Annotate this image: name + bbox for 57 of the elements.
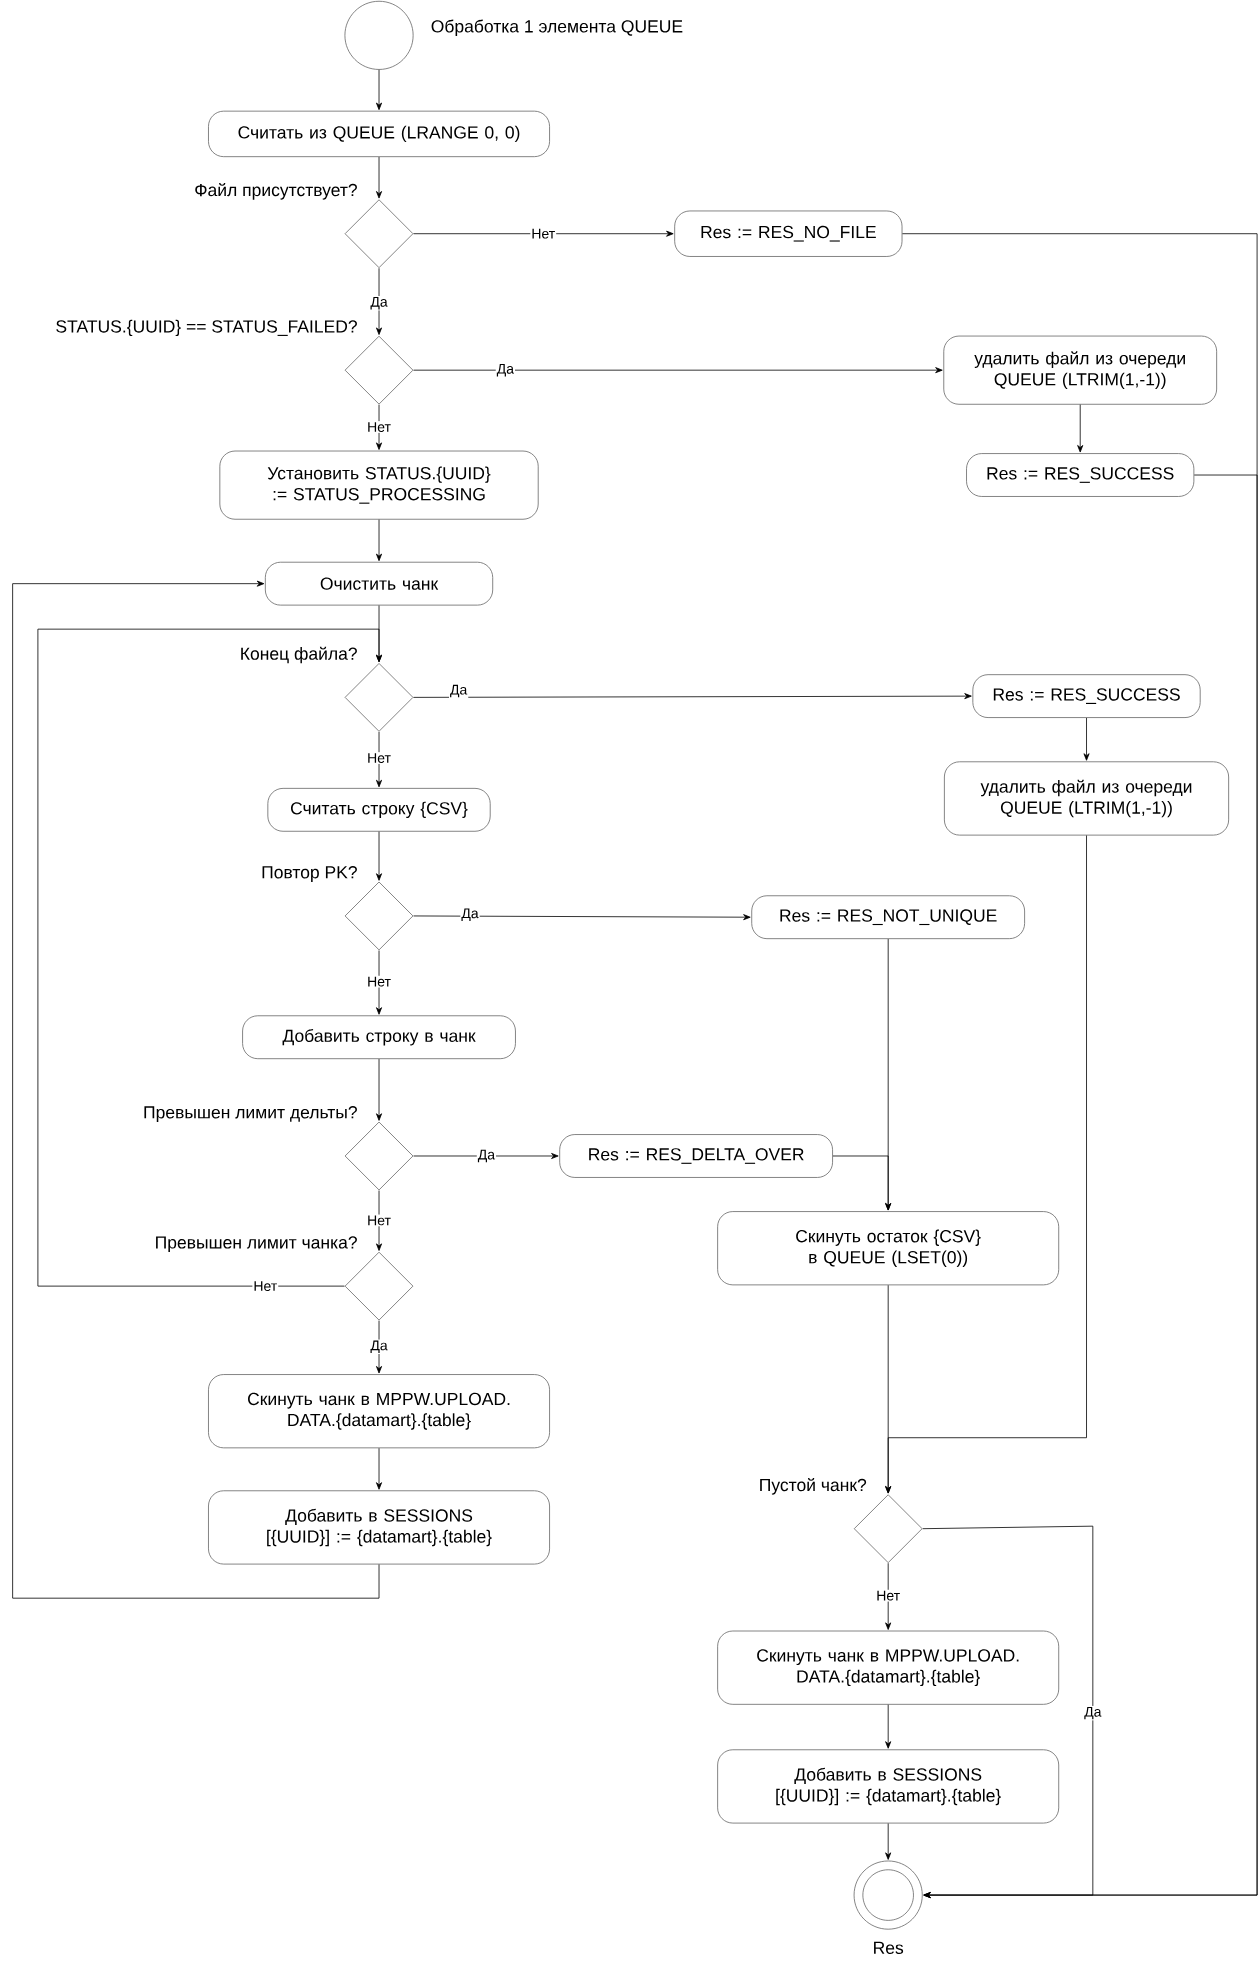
arrow bbox=[413, 230, 674, 237]
arrow bbox=[413, 1153, 559, 1159]
arrow bbox=[12, 580, 380, 1599]
action-box: удалить файл из очереди QUEUE (LTRIM(1,-1)) bbox=[943, 761, 1229, 836]
action-box: Скинуть остаток {CSV} в QUEUE (LSET(0)) bbox=[717, 1211, 1059, 1286]
arrow bbox=[413, 914, 751, 921]
action-box: Скинуть чанк в MPPW.UPLOAD. DATA.{datamart}.{table} bbox=[717, 1630, 1059, 1705]
arrow bbox=[375, 69, 382, 111]
decision-label: Превышен лимит чанка? bbox=[155, 1236, 357, 1253]
action-box: Добавить строку в чанк bbox=[242, 1015, 516, 1060]
edge-label: Нет bbox=[365, 752, 392, 764]
arrow bbox=[375, 831, 382, 881]
arrow bbox=[885, 1562, 891, 1630]
arrow bbox=[922, 1525, 1094, 1899]
arrow bbox=[1077, 404, 1084, 453]
arrow bbox=[375, 519, 382, 562]
arrow bbox=[375, 1320, 382, 1374]
arrow bbox=[885, 835, 1087, 1494]
decision-label: STATUS.{UUID} == STATUS_FAILED? bbox=[56, 319, 357, 337]
arrow bbox=[832, 1155, 891, 1211]
action-box: Добавить в SESSIONS [{UUID}] := {datamart}.{table} bbox=[717, 1749, 1059, 1824]
action-box: Res := RES_DELTA_OVER bbox=[559, 1134, 833, 1178]
arrow bbox=[375, 1447, 382, 1490]
arrow bbox=[413, 367, 943, 374]
action-box: Считать строку {CSV} bbox=[267, 787, 491, 832]
edge-label: Да bbox=[460, 907, 480, 922]
decision-label: Конец файла? bbox=[241, 646, 357, 664]
arrow bbox=[375, 950, 382, 1015]
arrow bbox=[375, 1058, 382, 1121]
decision-label: Пустой чанк? bbox=[760, 1478, 866, 1495]
action-box: Добавить в SESSIONS [{UUID}] := {datamart}.{table} bbox=[207, 1490, 550, 1565]
edge-label: Нет bbox=[252, 1280, 279, 1292]
arrow bbox=[375, 1190, 382, 1251]
action-box: Считать из QUEUE (LRANGE 0, 0) bbox=[207, 110, 550, 158]
arrow bbox=[885, 1704, 891, 1749]
arrow bbox=[37, 628, 382, 1287]
arrow bbox=[885, 1823, 891, 1860]
action-box: Res := RES_NO_FILE bbox=[674, 210, 903, 257]
action-box: Установить STATUS.{UUID} := STATUS_PROCESSING bbox=[219, 450, 539, 520]
action-box: удалить файл из очереди QUEUE (LTRIM(1,-1)) bbox=[943, 335, 1217, 405]
action-box: Скинуть чанк в MPPW.UPLOAD. DATA.{datamart}.{table} bbox=[207, 1374, 550, 1449]
caption-text: Обработка 1 элемента QUEUE bbox=[431, 19, 683, 36]
action-box: Res := RES_NOT_UNIQUE bbox=[751, 895, 1025, 940]
decision-label: Превышен лимит дельты? bbox=[144, 1106, 357, 1122]
action-box: Очистить чанк bbox=[264, 561, 493, 606]
arrow bbox=[375, 731, 382, 788]
arrow bbox=[413, 693, 972, 700]
arrow bbox=[1083, 717, 1090, 761]
arrow bbox=[375, 156, 382, 199]
decision-label: Повтор PK? bbox=[262, 866, 357, 882]
edge-label: Нет bbox=[365, 421, 392, 433]
caption-text: Res bbox=[873, 1941, 903, 1954]
action-box: Res := RES_SUCCESS bbox=[965, 453, 1195, 497]
arrow bbox=[375, 267, 382, 335]
arrow bbox=[375, 404, 382, 450]
action-box: Res := RES_SUCCESS bbox=[972, 674, 1201, 718]
decision-label: Файл присутствует? bbox=[195, 183, 357, 200]
